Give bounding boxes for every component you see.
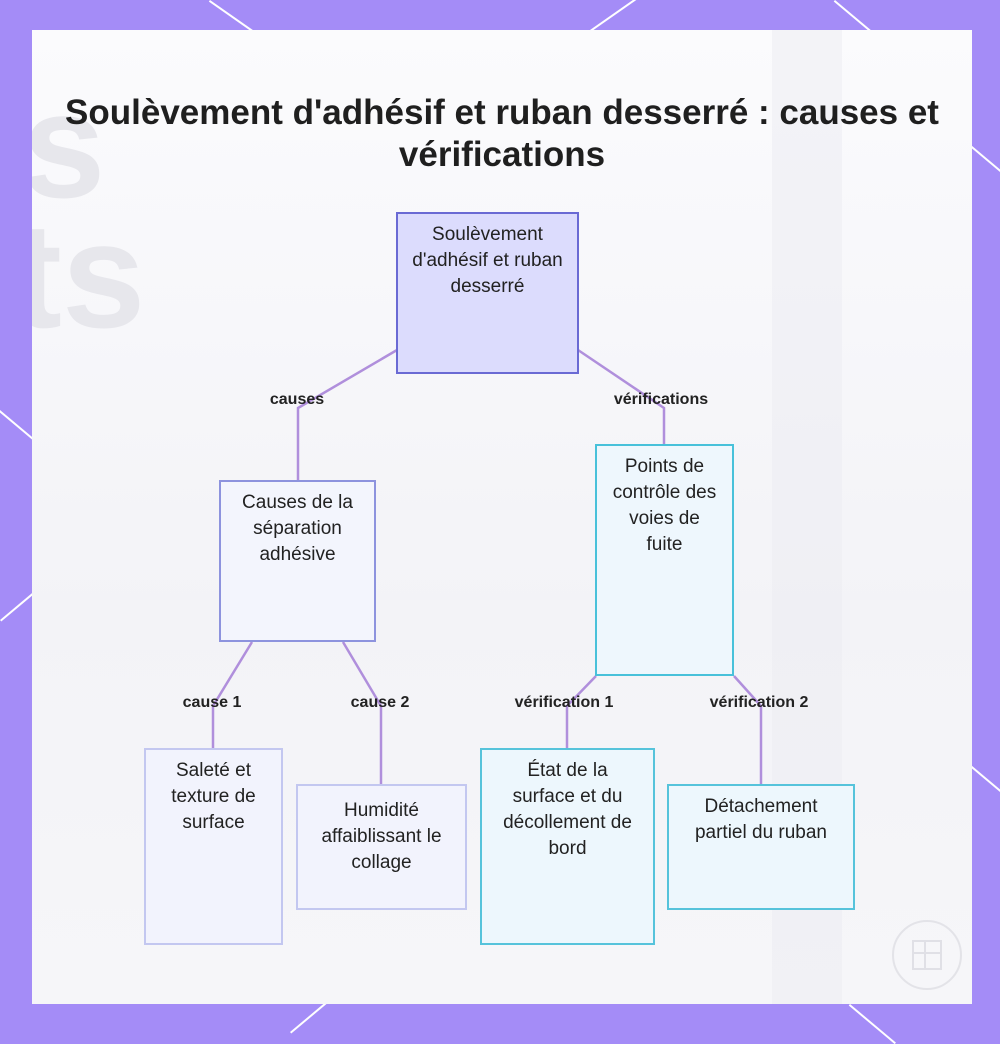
edge-check2 [733, 675, 763, 784]
node-root: Soulèvement d'adhésif et ruban desserré [396, 212, 579, 374]
node-cause2: Humidité affaiblissant le collage [296, 784, 467, 910]
edge-label-checks: vérifications [613, 391, 709, 408]
edge-cause1 [211, 641, 254, 748]
edge-checks [577, 348, 666, 444]
background-decoration: s [32, 61, 106, 229]
node-checks: Points de contrôle des voies de fuite [595, 444, 734, 676]
edge-label-cause1: cause 1 [182, 694, 242, 711]
edge-check1 [565, 675, 597, 748]
node-check2: Détachement partiel du ruban [667, 784, 855, 910]
edge-label-cause2: cause 2 [350, 694, 410, 711]
node-cause1: Saleté et texture de surface [144, 748, 283, 945]
connector-lines [211, 348, 763, 784]
edge-label-check1: vérification 1 [514, 694, 614, 711]
edge-cause2 [341, 641, 383, 784]
frame-decoration [590, 0, 723, 32]
background-decoration: ts [32, 191, 146, 359]
diagram-card: s ts Soulèvement d'adhésif et ruban dess… [32, 30, 972, 1004]
edge-label-check2: vérification 2 [709, 694, 809, 711]
frame-decoration [848, 1004, 896, 1044]
diagram-title: Soulèvement d'adhésif et ruban desserré … [65, 93, 939, 174]
edge-causes [296, 348, 398, 480]
edge-label-causes: causes [269, 391, 325, 408]
node-causes: Causes de la séparation adhésive [219, 480, 376, 642]
watermark-logo-icon [892, 920, 962, 990]
node-check1: État de la surface et du décollement de … [480, 748, 655, 945]
